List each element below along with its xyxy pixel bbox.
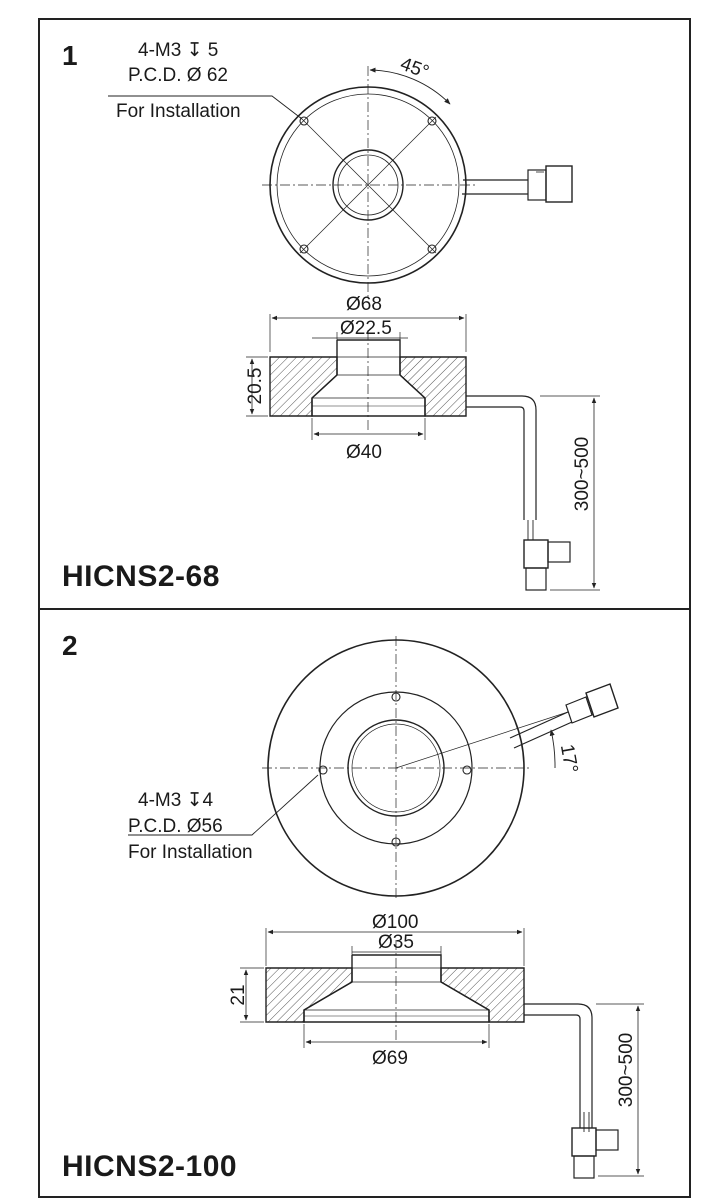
callout-installation-label: For Installation [116,101,241,122]
panel-number: 1 [62,40,78,71]
panel1-labels: 4-M3 ↧ 5 P.C.D. Ø 62 For Installation 45… [116,40,593,511]
height-label: 20.5 [245,368,266,405]
model-name: HICNS2-100 [62,1150,238,1183]
inner-diameter-label: Ø22.5 [340,318,392,339]
cable-length-label: 300~500 [572,437,593,512]
panel2-top-view [128,636,619,900]
mount-hole [391,837,401,847]
callout-thread-label: 4-M3 ↧ 5 [138,40,218,61]
mount-hole [427,116,437,126]
angle-label: 45° [397,54,431,84]
panel-number: 2 [62,630,78,661]
outer-diameter-label: Ø100 [372,912,418,933]
mount-hole [318,765,328,775]
panel2-side-view [240,928,644,1179]
callout-pcd-label: P.C.D. Ø 62 [128,65,228,86]
mount-hole [427,244,437,254]
callout-installation-label: For Installation [128,842,253,863]
mount-hole [299,116,309,126]
outer-diameter-label: Ø68 [346,294,382,315]
height-label: 21 [228,984,249,1005]
panel-hicns2-100 [38,608,691,1198]
inner-diameter-label: Ø35 [378,932,414,953]
bottom-diameter-label: Ø69 [372,1048,408,1069]
cable-length-label: 300~500 [616,1033,637,1108]
panel2-labels: 4-M3 ↧4 P.C.D. Ø56 For Installation 17° … [128,743,637,1108]
mount-hole [299,244,309,254]
mount-hole [391,692,401,702]
panel1-top-view [108,66,573,300]
angle-label: 17° [556,743,582,775]
bottom-diameter-label: Ø40 [346,442,382,463]
panel1-side-view [246,314,600,591]
callout-thread-label: 4-M3 ↧4 [138,790,213,811]
connector [571,1127,597,1157]
connector [585,683,619,718]
connector [545,165,573,203]
mount-hole [462,765,472,775]
callout-pcd-label: P.C.D. Ø56 [128,816,223,837]
model-name: HICNS2-68 [62,560,220,593]
connector [523,539,549,569]
